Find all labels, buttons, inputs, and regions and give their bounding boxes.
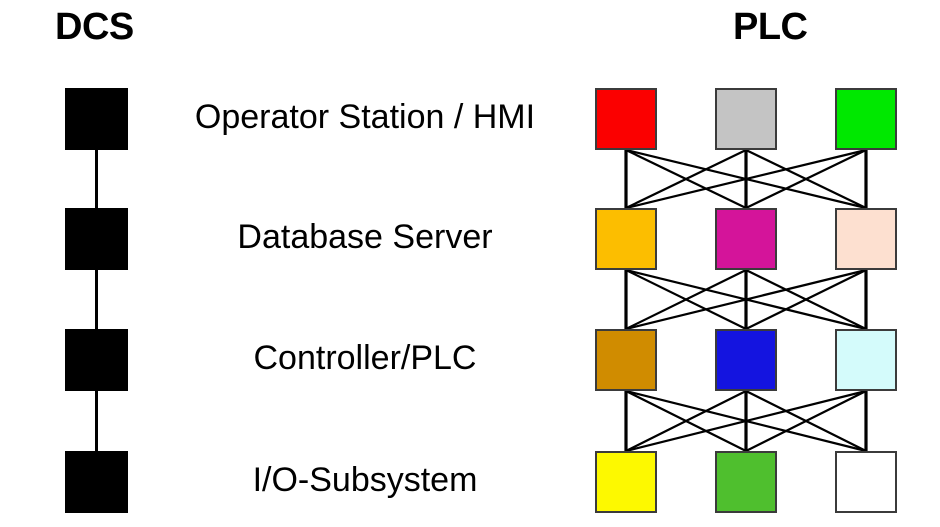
dcs-node-3[interactable] — [65, 329, 128, 391]
plc-link-r3c2-r4c1 — [625, 390, 747, 452]
plc-link-r3c2-r4c3 — [745, 390, 867, 452]
plc-link-r1c2-r2c3 — [745, 149, 867, 209]
row-label-1: Operator Station / HMI — [194, 98, 536, 136]
row-label-2: Database Server — [237, 218, 493, 256]
dcs-link-2-3 — [95, 270, 98, 329]
plc-link-r2c2-r3c1 — [625, 269, 747, 330]
dcs-node-4[interactable] — [65, 451, 128, 513]
plc-link-r3c3-r4c1 — [625, 389, 867, 453]
plc-r1-c3[interactable] — [835, 88, 897, 150]
dcs-node-1[interactable] — [65, 88, 128, 150]
plc-link-r1c1-r2c2 — [625, 149, 747, 209]
plc-r2-c2[interactable] — [715, 208, 777, 270]
plc-r1-c1[interactable] — [595, 88, 657, 150]
column-header-dcs: DCS — [55, 6, 134, 48]
plc-r1-c2[interactable] — [715, 88, 777, 150]
plc-link-r1c3-r2c1 — [625, 148, 867, 210]
plc-link-r1c1-r2c3 — [625, 148, 867, 210]
plc-r4-c1[interactable] — [595, 451, 657, 513]
plc-r3-c3[interactable] — [835, 329, 897, 391]
plc-link-r2c1-r3c2 — [625, 269, 747, 330]
row-label-4: I/O-Subsystem — [252, 461, 478, 499]
plc-r3-c2[interactable] — [715, 329, 777, 391]
row-label-3: Controller/PLC — [253, 339, 477, 377]
dcs-link-1-2 — [95, 150, 98, 208]
dcs-node-2[interactable] — [65, 208, 128, 270]
plc-link-r1c2-r2c1 — [625, 149, 747, 209]
plc-link-r2c3-r3c2 — [745, 269, 867, 330]
plc-link-r2c1-r3c3 — [625, 268, 867, 331]
plc-r4-c3[interactable] — [835, 451, 897, 513]
plc-link-r2c3-r3c1 — [625, 268, 867, 331]
plc-r2-c1[interactable] — [595, 208, 657, 270]
plc-link-r3c3-r4c2 — [745, 390, 867, 452]
plc-r2-c3[interactable] — [835, 208, 897, 270]
plc-link-r2c2-r3c3 — [745, 269, 867, 330]
plc-r4-c2[interactable] — [715, 451, 777, 513]
dcs-link-3-4 — [95, 391, 98, 451]
column-header-plc: PLC — [733, 6, 808, 48]
plc-link-r3c1-r4c3 — [625, 389, 867, 453]
plc-r3-c1[interactable] — [595, 329, 657, 391]
plc-link-r1c3-r2c2 — [745, 149, 867, 209]
plc-link-r3c1-r4c2 — [625, 390, 747, 452]
